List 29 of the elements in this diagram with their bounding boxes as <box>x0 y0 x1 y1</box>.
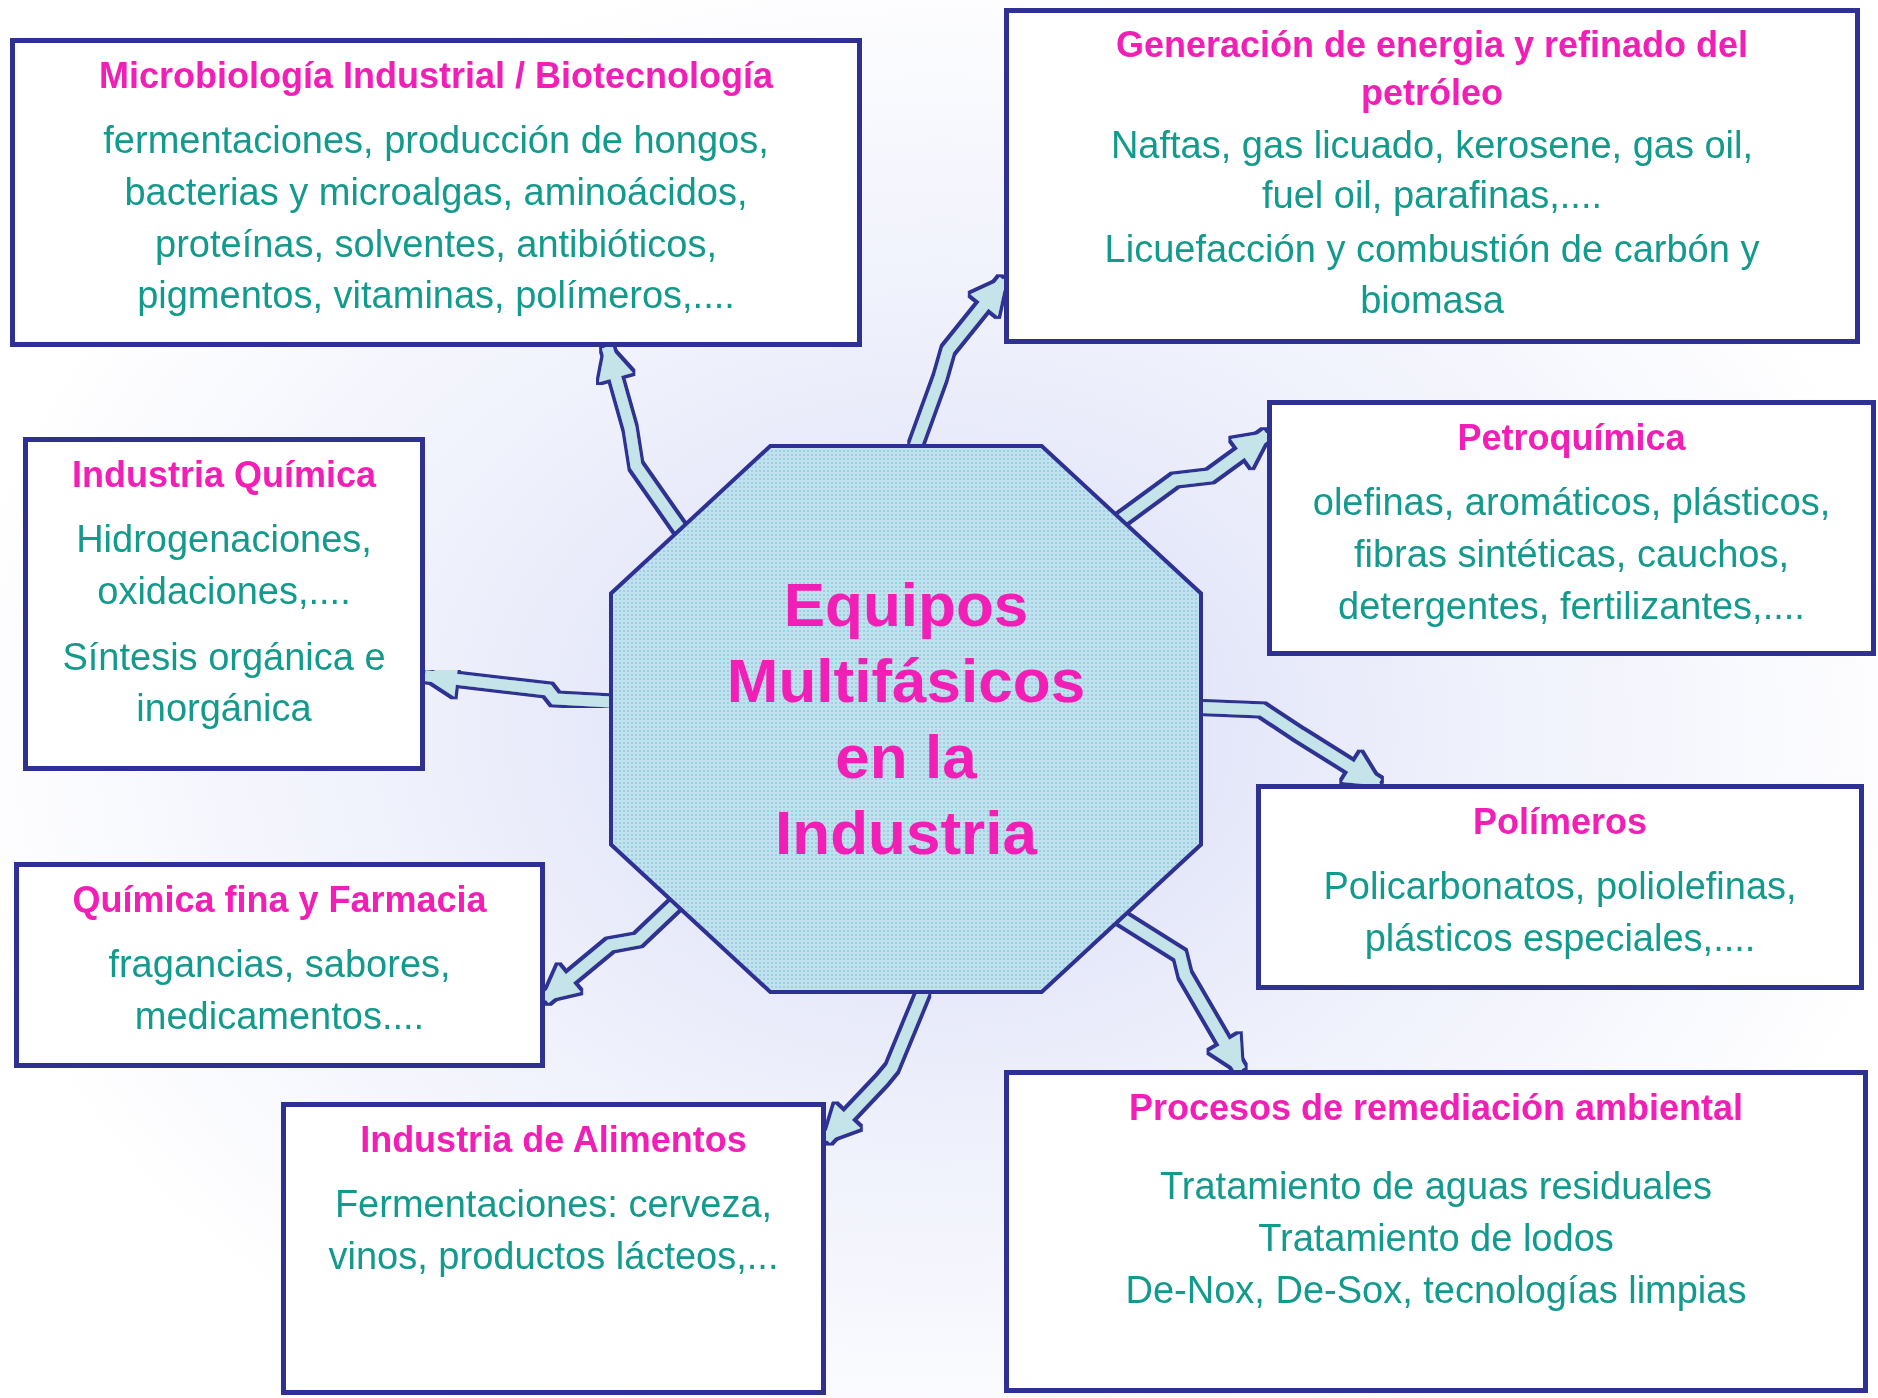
category-box <box>1256 784 1864 990</box>
box-text: Hidrogenaciones, oxidaciones,.... <box>75 517 373 615</box>
box-text: Licuefacción y combustión de carbón y biomasa <box>1103 227 1761 323</box>
box-text: Naftas, gas licuado, kerosene, gas oil, fuel oil, parafinas,.... <box>1109 123 1755 219</box>
box-text: fermentaciones, producción de hongos, bacterias y microalgas, aminoácidos, proteínas, solventes, antibióticos, pigmentos, vitaminas, polímeros,.... <box>102 118 770 319</box>
category-box <box>14 862 545 1068</box>
category-box <box>1004 8 1860 344</box>
category-box <box>23 437 425 771</box>
box-text: olefinas, aromáticos, plásticos, fibras sintéticas, cauchos, detergentes, fertilizantes,.... <box>1311 480 1832 629</box>
box-title: Industria Química <box>71 453 377 497</box>
center-title: Equipos Multifásicos en la Industria <box>725 568 1087 870</box>
box-title: Industria de Alimentos <box>360 1118 747 1162</box>
category-box <box>1004 1070 1868 1393</box>
box-title: Polímeros <box>1472 800 1648 844</box>
box-title: Química fina y Farmacia <box>72 878 487 922</box>
box-text: Tratamiento de aguas residuales <box>1160 1164 1712 1210</box>
category-box <box>281 1102 826 1395</box>
box-title: Microbiología Industrial / Biotecnología <box>98 54 773 98</box>
box-text: De-Nox, De-Sox, tecnologías limpias <box>1125 1267 1747 1313</box>
category-box <box>10 38 862 347</box>
box-text: Síntesis orgánica e inorgánica <box>61 634 387 732</box>
box-title: Petroquímica <box>1457 416 1686 460</box>
category-box <box>1267 400 1876 656</box>
box-text: Policarbonatos, poliolefinas, plásticos especiales,.... <box>1322 864 1798 962</box>
box-text: Tratamiento de lodos <box>1258 1216 1614 1262</box>
box-title: Procesos de remediación ambiental <box>1128 1086 1744 1130</box>
box-text: fragancias, sabores, medicamentos.... <box>107 942 452 1040</box>
box-title: Generación de energia y refinado del petróleo <box>1114 23 1750 115</box>
box-text: Fermentaciones: cerveza, vinos, productos lácteos,... <box>328 1182 779 1280</box>
